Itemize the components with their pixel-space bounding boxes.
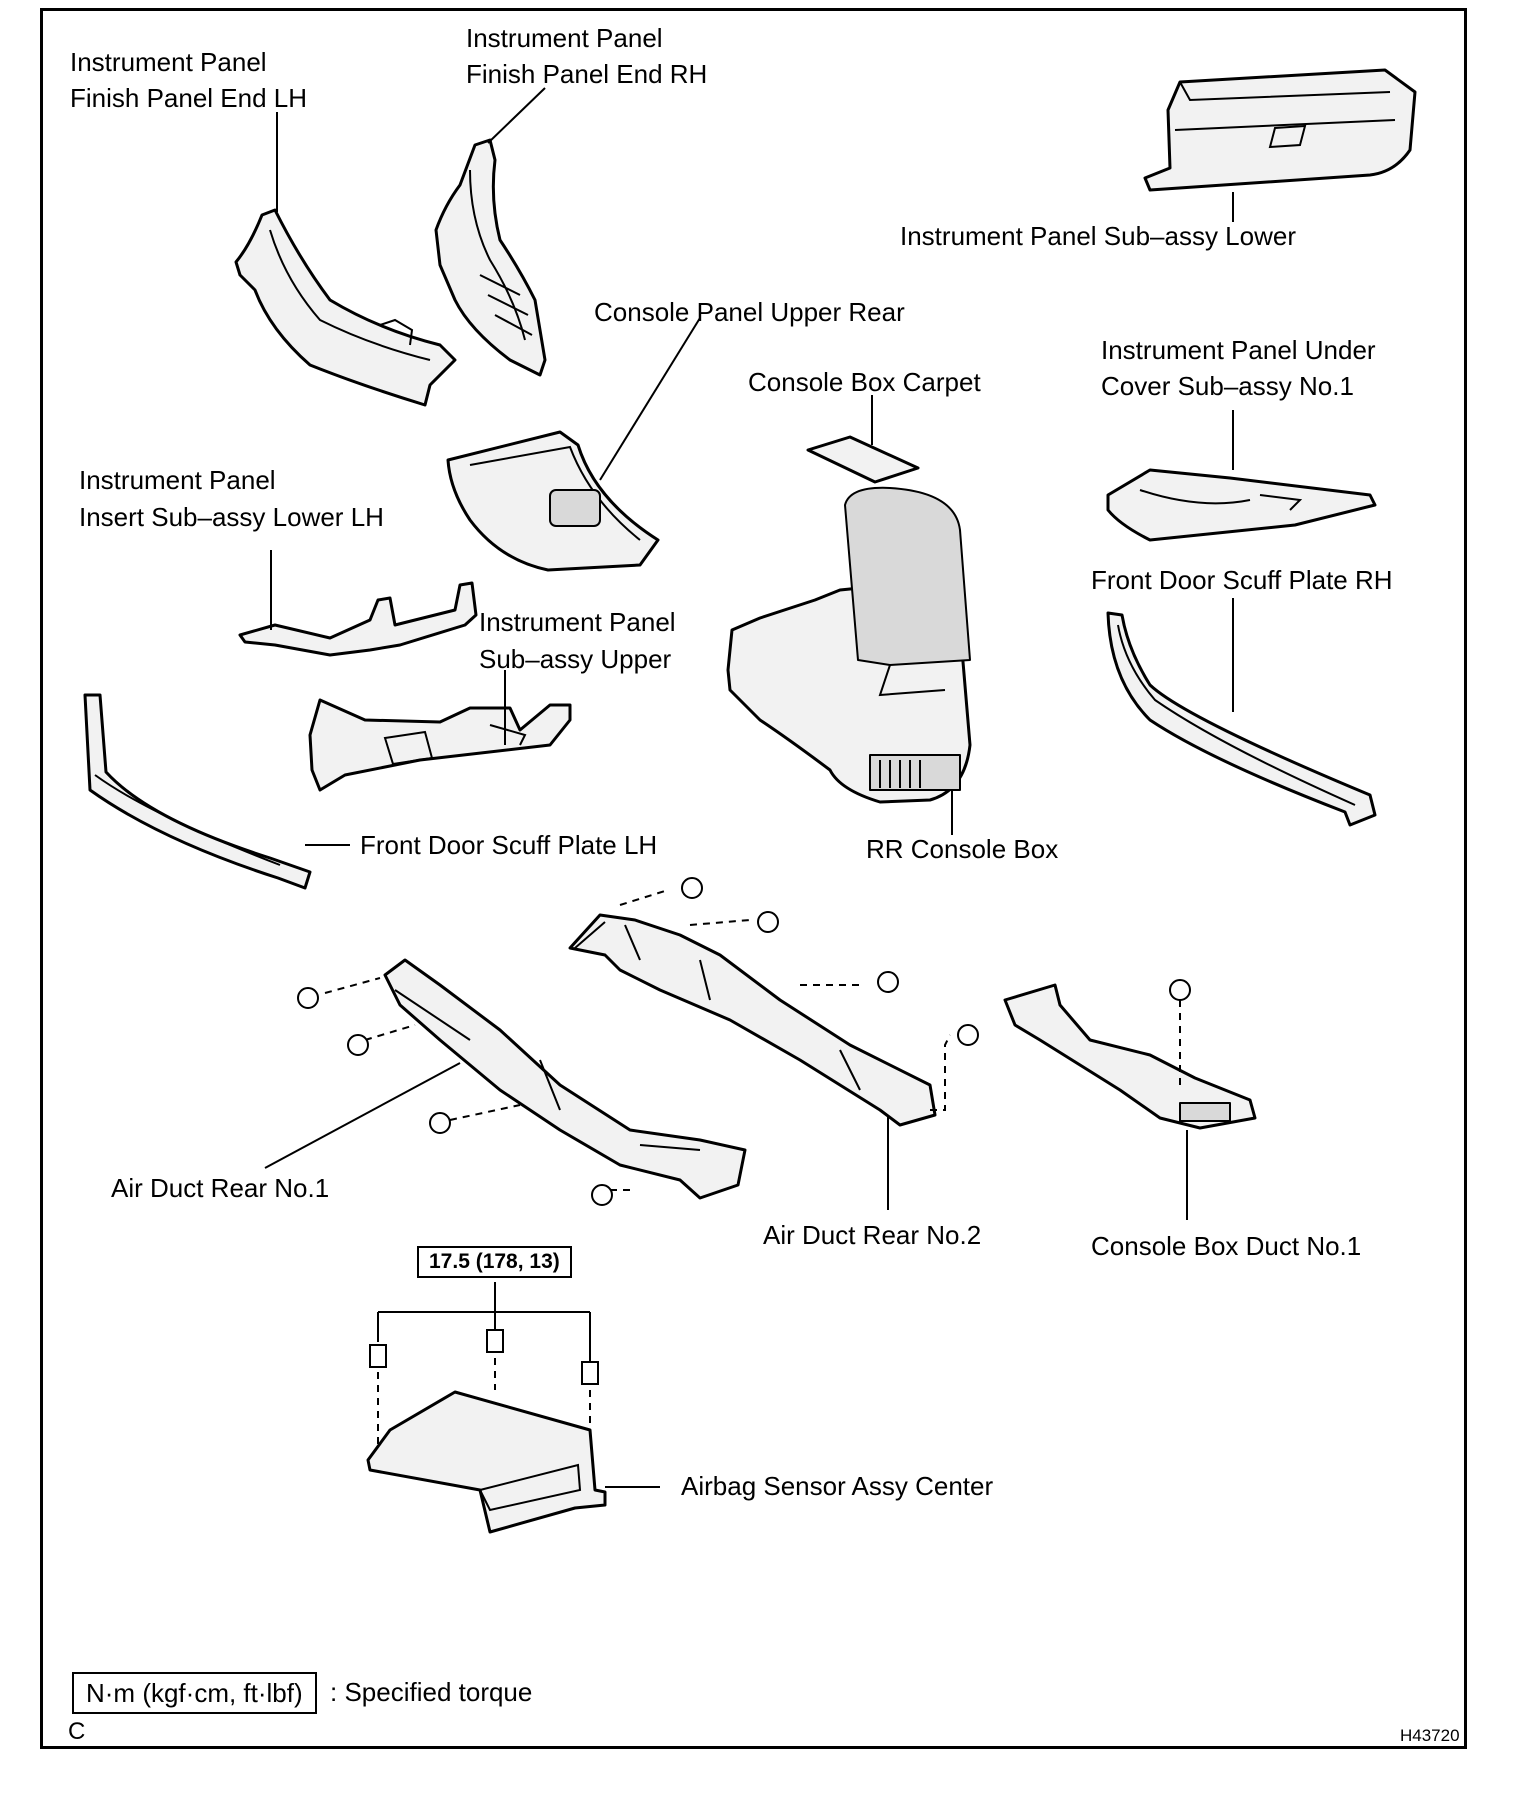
label-finish-end-rh-line1: Instrument Panel bbox=[466, 23, 663, 53]
airbag-sensor-part bbox=[366, 1282, 660, 1534]
label-finish-end-lh-line1: Instrument Panel bbox=[70, 47, 267, 77]
console-box-duct-1-part bbox=[1003, 983, 1257, 1220]
label-sub-assy-upper-line2: Sub–assy Upper bbox=[479, 644, 672, 674]
label-insert-lower-lh-line2: Insert Sub–assy Lower LH bbox=[79, 502, 384, 532]
legend-text: : Specified torque bbox=[330, 1677, 533, 1707]
finish-panel-end-rh-part bbox=[434, 87, 547, 377]
label-finish-end-lh-line2: Finish Panel End LH bbox=[70, 83, 308, 113]
scuff-plate-rh-part bbox=[1106, 598, 1377, 827]
bolts bbox=[297, 877, 1191, 1206]
finish-panel-end-lh-part bbox=[234, 112, 457, 407]
label-console-upper-rear: Console Panel Upper Rear bbox=[594, 297, 905, 327]
label-insert-lower-lh-line1: Instrument Panel bbox=[79, 465, 276, 495]
console-box-carpet-part bbox=[806, 395, 920, 484]
label-rr-console-box: RR Console Box bbox=[866, 834, 1059, 864]
label-sub-assy-lower: Instrument Panel Sub–assy Lower bbox=[900, 221, 1296, 251]
label-scuff-rh: Front Door Scuff Plate RH bbox=[1091, 565, 1393, 595]
label-sub-assy-upper-line1: Instrument Panel bbox=[479, 607, 676, 637]
label-air-duct-rear-1: Air Duct Rear No.1 bbox=[111, 1173, 330, 1203]
under-cover-part bbox=[1106, 410, 1377, 542]
label-console-box-carpet: Console Box Carpet bbox=[748, 367, 981, 397]
label-under-cover-line1: Instrument Panel Under bbox=[1101, 335, 1376, 365]
legend-unit-box: N·m (kgf·cm, ft·lbf) bbox=[72, 1672, 317, 1714]
label-console-box-duct-1: Console Box Duct No.1 bbox=[1091, 1231, 1362, 1261]
sub-assy-upper-part bbox=[308, 670, 572, 792]
air-duct-rear-2-part bbox=[568, 889, 951, 1210]
label-airbag-sensor: Airbag Sensor Assy Center bbox=[681, 1471, 994, 1501]
torque-spec-box: 17.5 (178, 13) bbox=[417, 1246, 572, 1278]
scuff-plate-lh-part bbox=[83, 693, 350, 890]
label-finish-end-rh-line2: Finish Panel End RH bbox=[466, 59, 708, 89]
insert-lower-lh-part bbox=[238, 550, 478, 657]
console-panel-upper-rear-part bbox=[446, 317, 701, 572]
footer-letter: C bbox=[68, 1718, 86, 1745]
sub-assy-lower-part bbox=[1143, 68, 1417, 222]
label-under-cover-line2: Cover Sub–assy No.1 bbox=[1101, 371, 1354, 401]
footer-code: H43720 bbox=[1400, 1726, 1460, 1745]
rr-console-box-part bbox=[726, 486, 972, 835]
diagram-frame bbox=[40, 8, 1467, 1749]
air-duct-rear-1-part bbox=[264, 958, 747, 1200]
label-scuff-lh: Front Door Scuff Plate LH bbox=[360, 830, 658, 860]
label-air-duct-rear-2: Air Duct Rear No.2 bbox=[763, 1220, 982, 1250]
